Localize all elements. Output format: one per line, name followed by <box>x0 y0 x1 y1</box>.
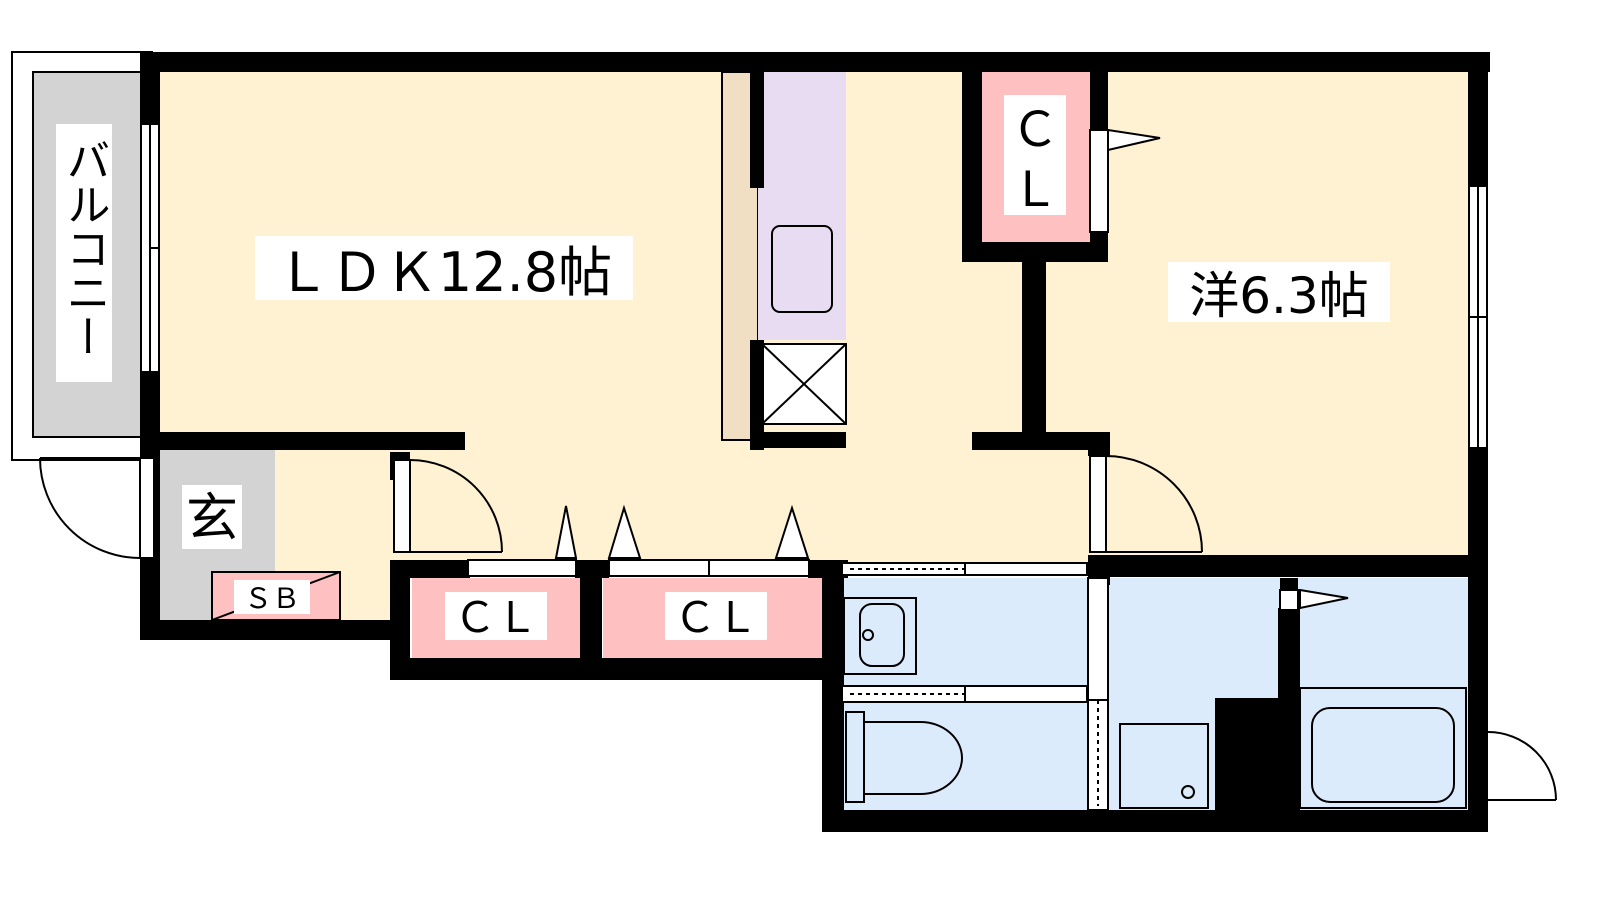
closet-western-label-bottom: Ｌ <box>1011 162 1059 218</box>
washing-machine-space-icon <box>1119 723 1209 809</box>
sliding-doors <box>467 128 1349 611</box>
bathtub-icon <box>1299 687 1467 809</box>
closet-western-label-top: Ｃ <box>1011 102 1059 158</box>
hall-floor <box>400 440 1100 565</box>
balcony-label: バルコニー <box>59 138 110 358</box>
washbasin-icon <box>843 597 917 675</box>
shoe-box-label: ＳＢ <box>244 582 300 615</box>
wet-partitions <box>841 562 1109 811</box>
toilet-tank-icon <box>845 711 865 803</box>
toilet-icon <box>863 721 963 795</box>
bathtub-basin-icon <box>1311 707 1455 803</box>
ldk-label: ＬＤＫ12.8帖 <box>276 241 612 304</box>
entrance-label: 玄 <box>186 489 238 549</box>
sink-icon <box>771 225 833 313</box>
doors <box>39 455 1557 801</box>
closet-left-label: ＣＬ <box>454 593 538 642</box>
western-room-label: 洋6.3帖 <box>1189 267 1369 325</box>
closet-right-label: ＣＬ <box>674 593 758 642</box>
washbasin-bowl-icon <box>859 603 905 667</box>
